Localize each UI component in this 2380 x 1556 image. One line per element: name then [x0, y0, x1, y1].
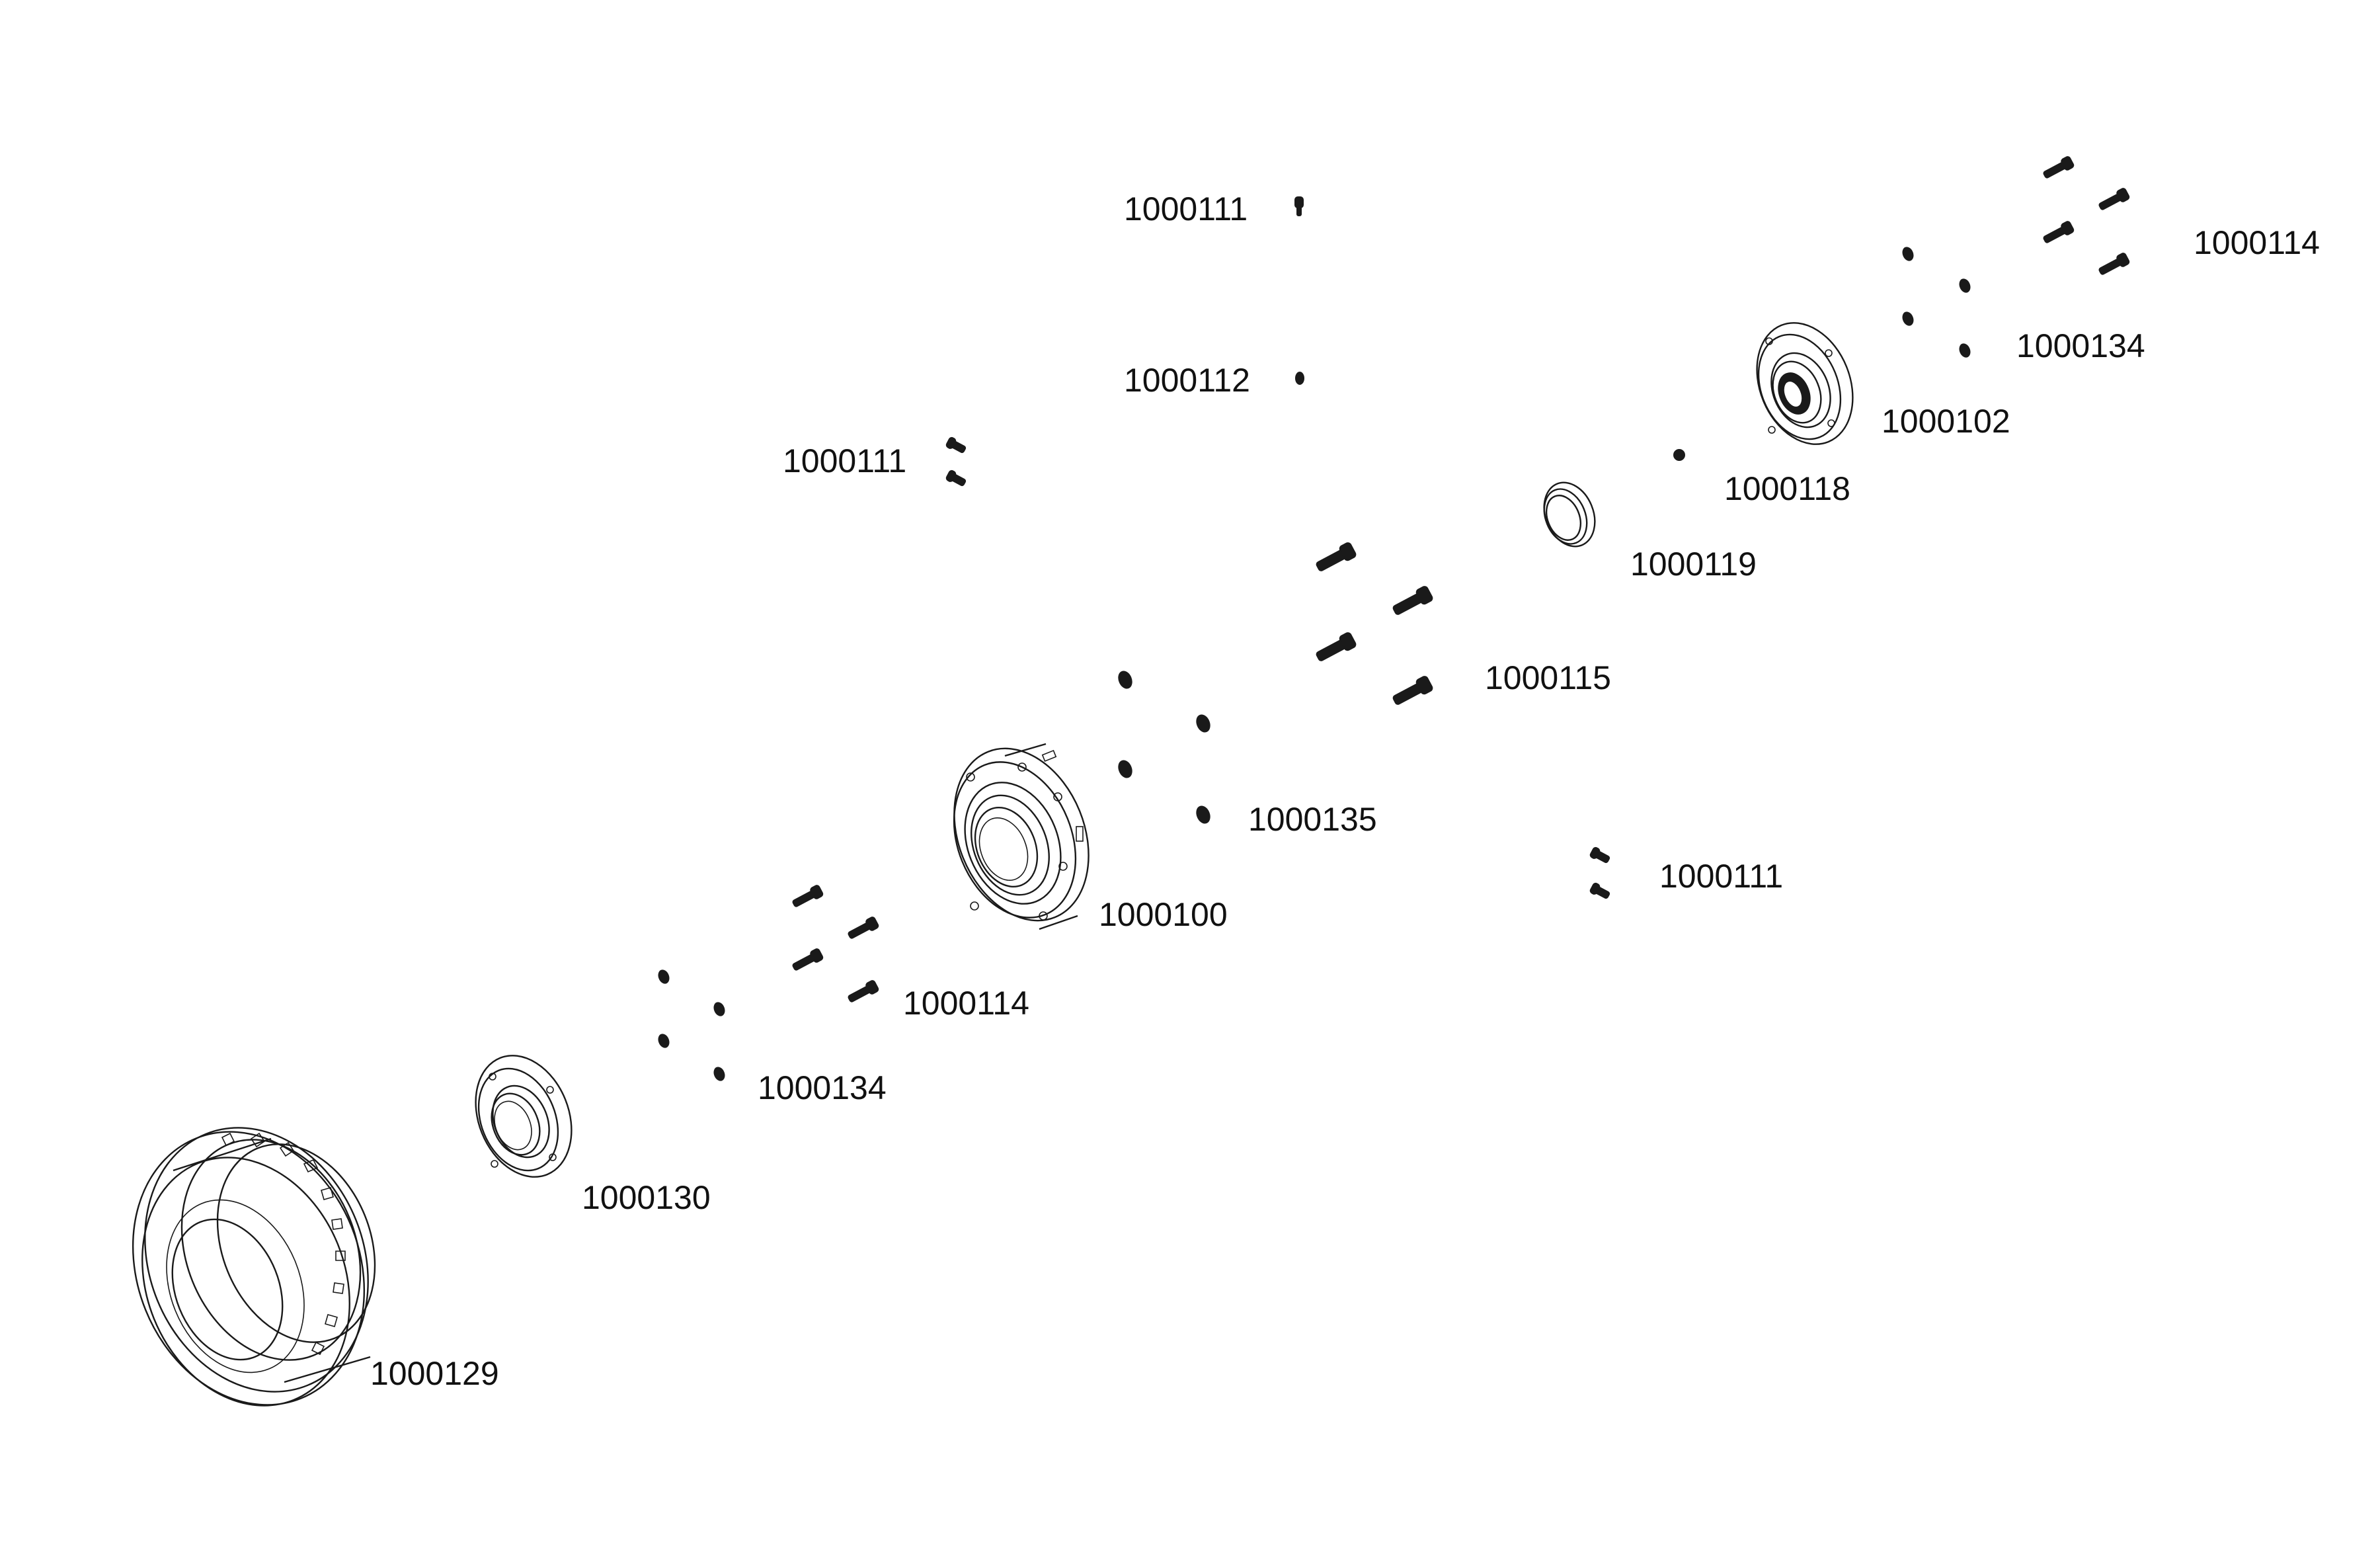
washers-top-right [1902, 247, 1971, 358]
label-bolts-large: 1000115 [1485, 659, 1611, 696]
bearing-cover-lower [475, 1055, 573, 1178]
label-gear: 1000129 [370, 1355, 499, 1392]
washers-center [1118, 671, 1210, 824]
label-screws-top-right: 1000114 [2194, 224, 2320, 261]
pin [1295, 372, 1304, 385]
label-ball: 1000118 [1724, 470, 1850, 507]
screws-lower [792, 885, 879, 1003]
oil-seal [1543, 481, 1596, 548]
washers-lower [658, 969, 725, 1081]
label-cover-top-right: 1000102 [1882, 403, 2010, 440]
bolt-top [1294, 196, 1304, 216]
label-seal: 1000119 [1630, 546, 1757, 583]
label-bolts-right: 1000111 [1659, 858, 1783, 895]
steel-ball [1673, 449, 1685, 461]
bolts-large [1316, 542, 1433, 705]
label-housing: 1000100 [1099, 896, 1228, 933]
label-pin-top: 1000112 [1124, 362, 1250, 399]
label-washers-center: 1000135 [1248, 801, 1377, 838]
bearing-cover-upper [1756, 322, 1854, 445]
label-washers-top-right: 1000134 [2016, 327, 2145, 364]
screws-top-right [2043, 156, 2130, 275]
label-cover-lower: 1000130 [582, 1179, 711, 1216]
label-screws-lower: 1000114 [903, 985, 1029, 1022]
bolts-right-pair [1589, 846, 1610, 899]
label-bolts-left: 1000111 [783, 442, 906, 479]
label-bolt-top: 1000111 [1124, 190, 1248, 227]
bolts-left-pair [945, 436, 967, 487]
gear-pulley [132, 1127, 376, 1407]
main-housing [953, 743, 1090, 930]
label-washers-lower: 1000134 [758, 1069, 887, 1106]
